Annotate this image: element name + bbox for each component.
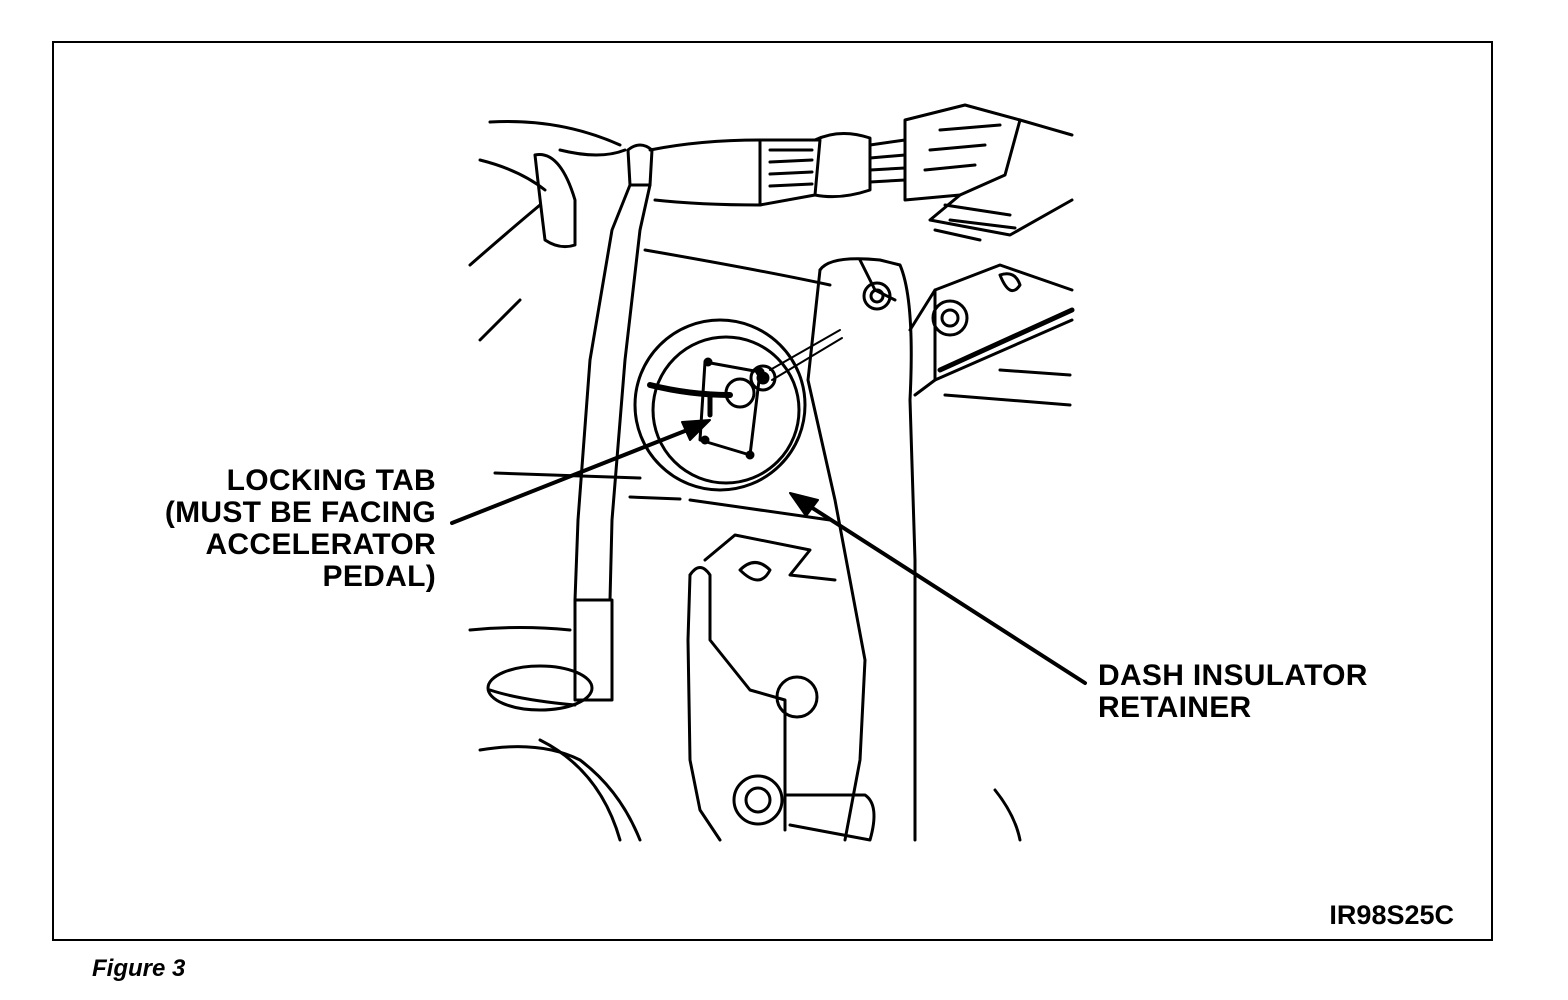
figure-frame xyxy=(52,41,1493,941)
callout-line: PEDAL) xyxy=(322,560,436,593)
accelerator-pedal-arm xyxy=(686,533,876,842)
pedal-support-bracket xyxy=(806,257,1075,842)
callout-line: (MUST BE FACING xyxy=(164,496,436,529)
callout-line: DASH INSULATOR xyxy=(1098,659,1368,692)
leader-arrows xyxy=(450,419,1087,685)
wiring-harness xyxy=(533,103,1074,249)
dash-contours xyxy=(468,120,1072,842)
callout-line: ACCELERATOR xyxy=(205,528,436,561)
callout-line: RETAINER xyxy=(1098,691,1252,724)
vertical-cable xyxy=(486,143,654,712)
callout-line: LOCKING TAB xyxy=(226,464,436,497)
locking-tab-callout: LOCKING TAB (MUST BE FACING ACCELERATOR … xyxy=(165,465,436,593)
illustration-code: IR98S25C xyxy=(1329,900,1454,930)
dash-insulator-retainer-disc xyxy=(633,318,843,492)
dash-insulator-retainer-callout: DASH INSULATOR RETAINER xyxy=(1098,660,1368,724)
figure-caption: Figure 3 xyxy=(92,955,186,982)
